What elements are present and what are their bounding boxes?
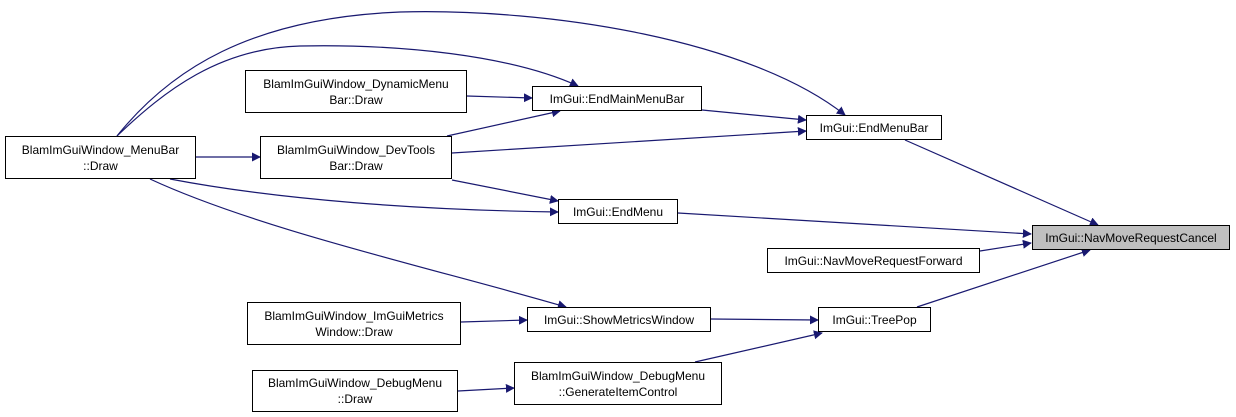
edge-menubar-to-end-menu: [169, 178, 559, 217]
edge-devtools-to-end-menu: [451, 179, 559, 204]
edge-menubar-to-end-menu-bar: [116, 11, 846, 137]
edge-devtools-to-end-main-menu: [446, 108, 561, 137]
node-label: ::Draw: [337, 392, 373, 406]
node-show-metrics-window[interactable]: ImGui::ShowMetricsWindow: [527, 307, 711, 332]
node-label: BlamImGuiWindow_ImGuiMetrics: [264, 308, 444, 323]
node-label: ::Draw: [83, 158, 118, 173]
edge-tree-pop-to-nav-cancel: [916, 248, 1091, 308]
node-label: ImGui::NavMoveRequestCancel: [1045, 230, 1217, 245]
node-label: Window::Draw: [315, 324, 393, 339]
edge-nav-forward-to-nav-cancel: [979, 239, 1032, 252]
node-menubar-draw[interactable]: BlamImGuiWindow_MenuBar ::Draw: [5, 136, 196, 179]
node-label: ImGui::EndMenuBar: [819, 120, 929, 135]
node-label: ImGui::TreePop: [832, 312, 917, 327]
edge-menubar-to-show-metrics: [149, 178, 567, 310]
edge-metrics-window-to-show-metrics: [460, 315, 528, 325]
node-end-menu-bar[interactable]: ImGui::EndMenuBar: [806, 115, 942, 140]
edge-generate-item-to-tree-pop: [694, 330, 823, 363]
edge-show-metrics-to-tree-pop: [710, 315, 819, 325]
node-dynamic-menu-bar-draw[interactable]: BlamImGuiWindow_DynamicMenu Bar::Draw: [245, 70, 467, 113]
node-generate-item-control[interactable]: BlamImGuiWindow_DebugMenu ::GenerateItem…: [514, 362, 722, 405]
node-label: BlamImGuiWindow_DebugMenu: [267, 376, 443, 390]
node-label: BlamImGuiWindow_DebugMenu: [530, 368, 706, 383]
node-label: Bar::Draw: [329, 92, 383, 107]
edge-end-menu-to-nav-cancel: [677, 212, 1032, 239]
node-label: BlamImGuiWindow_DynamicMenu: [263, 76, 449, 91]
node-label: ImGui::EndMenu: [572, 204, 664, 219]
edge-menubar-to-end-main-menu: [116, 45, 579, 137]
node-label: ImGui::ShowMetricsWindow: [543, 312, 695, 327]
edge-end-menu-bar-to-nav-cancel: [904, 139, 1099, 226]
node-label: ImGui::NavMoveRequestForward: [784, 253, 963, 268]
edge-debug-menu-to-generate-item: [457, 383, 515, 393]
edge-dynamic-menu-to-end-main-menu: [466, 93, 533, 103]
node-label: BlamImGuiWindow_DevTools: [276, 142, 436, 157]
node-tree-pop[interactable]: ImGui::TreePop: [818, 307, 931, 332]
node-label: ImGui::EndMainMenuBar: [549, 91, 685, 106]
node-label: BlamImGuiWindow_MenuBar: [21, 142, 180, 157]
node-end-menu[interactable]: ImGui::EndMenu: [558, 199, 678, 224]
node-devtools-bar-draw[interactable]: BlamImGuiWindow_DevTools Bar::Draw: [260, 136, 452, 179]
node-nav-move-request-forward[interactable]: ImGui::NavMoveRequestForward: [767, 248, 980, 273]
node-end-main-menu-bar[interactable]: ImGui::EndMainMenuBar: [532, 86, 702, 111]
node-nav-move-request-cancel[interactable]: ImGui::NavMoveRequestCancel: [1032, 225, 1230, 250]
node-imgui-metrics-window-draw[interactable]: BlamImGuiWindow_ImGuiMetrics Window::Dra…: [247, 302, 461, 345]
node-debug-menu-draw[interactable]: BlamImGuiWindow_DebugMenu ::Draw: [252, 370, 458, 412]
node-label: ::GenerateItemControl: [558, 384, 678, 399]
node-label: Bar::Draw: [329, 158, 383, 173]
edge-end-main-menu-to-end-menu-bar: [701, 109, 807, 124]
edge-devtools-to-end-menu-bar: [451, 127, 807, 154]
